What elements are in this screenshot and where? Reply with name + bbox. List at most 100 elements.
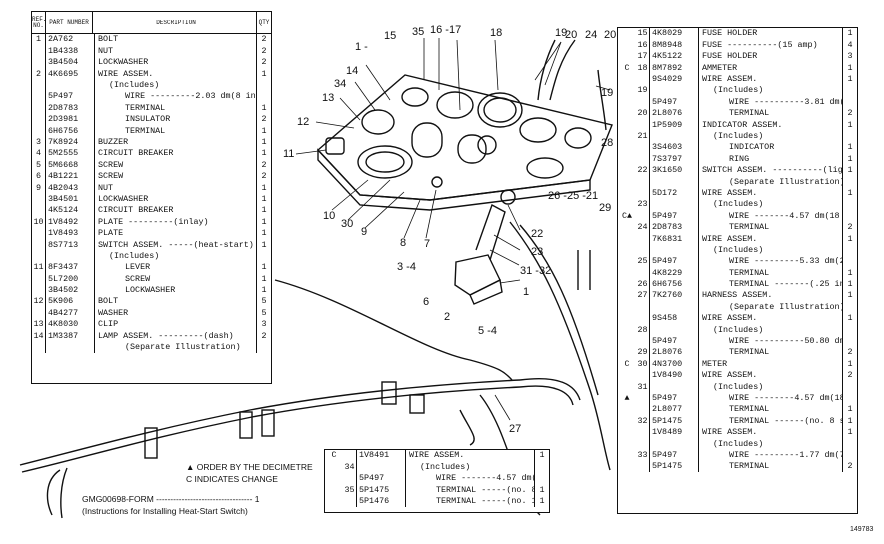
row-description: SWITCH ASSEM. -----(heat-start) <box>98 240 254 249</box>
row-description: CIRCUIT BREAKER <box>98 149 174 158</box>
row-description: LOCKWASHER <box>125 286 176 295</box>
callout-18: 18 <box>490 27 503 39</box>
row-description: LOCKWASHER <box>98 194 149 204</box>
fuse-holder-cyl-2 <box>457 134 487 164</box>
row-part-number <box>649 198 699 211</box>
row-part-number: 4K6695 <box>45 68 95 80</box>
row-description: INDICATOR <box>729 143 775 152</box>
row-qty: 1 <box>256 193 271 205</box>
row-qty <box>842 210 857 222</box>
row-qty: 2 <box>256 45 271 57</box>
row-description: TERMINAL -------(.25 in. screw) <box>729 280 842 289</box>
row-description: WIRE ASSEM. <box>98 69 154 79</box>
row-part-number: 4B1221 <box>45 170 95 183</box>
row-part-number: 1V8491 <box>356 450 406 462</box>
row-description: WIRE ASSEM. <box>702 314 758 323</box>
row-ref: 4 <box>35 148 42 159</box>
row-qty: 1 <box>842 28 857 40</box>
row-ref: 29 <box>637 347 648 358</box>
row-qty: 2 <box>842 346 857 359</box>
callout-16-17: 16 -17 <box>430 24 462 36</box>
gauge-top <box>401 87 429 107</box>
row-description: TERMINAL -----(no. 10 screw) <box>436 497 534 506</box>
gauge-right-1 <box>519 117 557 143</box>
table-header: REF. NO. PART NUMBER DESCRIPTION QTY <box>32 12 271 34</box>
indicator-lamp <box>526 157 564 179</box>
row-part-number <box>649 301 699 313</box>
row-description: WIRE ASSEM. <box>702 428 758 437</box>
row-ref: 27 <box>637 290 648 301</box>
callout-5-4: 5 -4 <box>478 325 497 337</box>
callout-10: 10 <box>323 210 336 222</box>
row-ref: 24 <box>637 222 648 233</box>
row-qty <box>534 461 549 473</box>
row-qty <box>842 449 857 461</box>
row-part-number: 5M2555 <box>45 147 95 160</box>
row-description: WIRE ---------5.33 dm(21 in.) <box>729 257 842 266</box>
row-part-number: 4N3700 <box>649 358 699 370</box>
callout-22: 22 <box>531 228 544 240</box>
row-ref: 23 <box>637 199 648 210</box>
row-qty: 3 <box>842 50 857 63</box>
row-ref: 9 <box>35 182 42 193</box>
row-qty <box>842 301 857 313</box>
order-note: ▲ ORDER BY THE DECIMETRE <box>186 462 313 472</box>
row-part-number: 2L8077 <box>649 403 699 416</box>
row-part-number: 4K8029 <box>649 28 699 40</box>
row-qty: 1 <box>842 62 857 74</box>
table-row: 2L8077 TERMINAL 1 <box>618 403 857 416</box>
row-description: TERMINAL <box>729 268 770 278</box>
callout-15: 15 <box>384 30 397 42</box>
row-qty: 2 <box>256 34 271 46</box>
row-qty: 1 <box>256 273 271 285</box>
table-row: (Includes) <box>32 79 271 91</box>
row-qty <box>842 335 857 347</box>
row-part-number: 4B4277 <box>45 307 95 319</box>
row-part-number: 5P497 <box>356 472 406 485</box>
row-qty: 3 <box>256 318 271 331</box>
row-description: TERMINAL <box>729 223 770 232</box>
row-part-number <box>45 250 95 262</box>
row-description: SWITCH ASSEM. ----------(light) <box>702 166 842 175</box>
row-ref: 22 <box>637 165 648 176</box>
table-row: 4K8229 TERMINAL 1 <box>618 267 857 279</box>
row-qty: 1 <box>842 267 857 279</box>
row-part-number: 3S4603 <box>649 141 699 154</box>
callout-3-4: 3 -4 <box>397 261 416 273</box>
table-row: 21(Includes) <box>618 130 857 142</box>
table-row: (Separate Illustration) <box>618 176 857 188</box>
row-qty: 1 <box>842 403 857 416</box>
row-qty: 1 <box>842 278 857 290</box>
row-qty <box>842 392 857 404</box>
row-description: TERMINAL <box>729 405 770 414</box>
row-mark: C <box>624 62 630 73</box>
gauge-mid <box>436 91 474 119</box>
row-part-number: 5P1475 <box>649 460 699 473</box>
row-description: AMMETER <box>702 63 738 73</box>
ammeter-gauge <box>477 92 523 128</box>
callout-14: 14 <box>346 65 359 77</box>
callout-9: 9 <box>361 226 368 238</box>
row-description: LAMP ASSEM. ---------(dash) <box>98 331 234 341</box>
row-qty: 1 <box>842 358 857 370</box>
table-row: C101V8492PLATE ---------(inlay)1 <box>32 216 271 228</box>
row-qty: 1 <box>842 312 857 325</box>
row-part-number: 4K8229 <box>649 267 699 279</box>
callout-1: 1 <box>523 286 530 298</box>
callout-11: 11 <box>283 148 295 160</box>
row-part-number <box>45 341 95 353</box>
row-description: TERMINAL ------(no. 8 screw) <box>729 416 842 426</box>
